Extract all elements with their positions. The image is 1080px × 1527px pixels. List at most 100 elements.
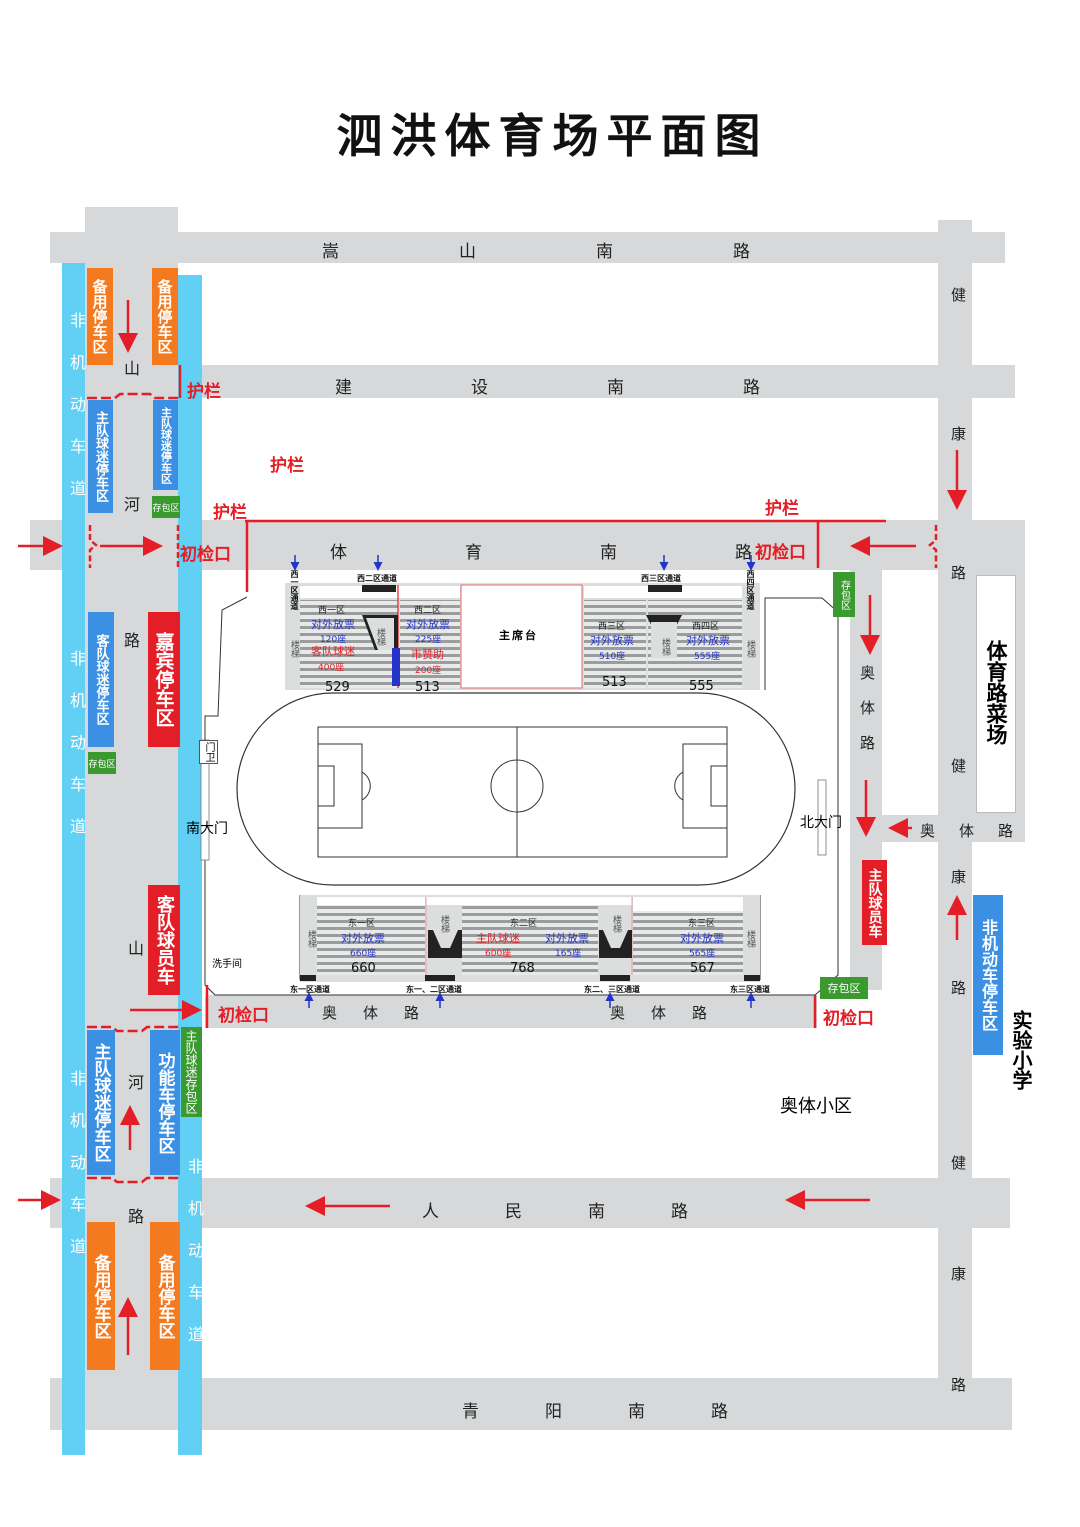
- vip-parking: 嘉宾停车区: [148, 612, 180, 747]
- barrier-label-3: 护栏: [213, 503, 247, 523]
- bike-parking: 非机动车停车区: [973, 895, 1003, 1055]
- section-name: 东一区: [348, 919, 376, 929]
- passage-west-1: 西一区通道: [290, 570, 299, 610]
- public-ticket-label: 对外放票: [341, 932, 385, 945]
- away-player-bus: 客队球员车: [148, 885, 180, 995]
- road-label-shanhe-1: 山河路: [121, 360, 140, 768]
- public-ticket-label: 对外放票: [311, 618, 355, 631]
- stairs-label: 楼梯: [745, 640, 755, 658]
- road-label-aoti-right: 奥体路: [920, 822, 1038, 840]
- public-seats: 555座: [694, 652, 721, 662]
- barrier-label-1: 护栏: [187, 382, 221, 402]
- home-fan-parking-1: 主队球迷停车区: [88, 400, 113, 513]
- section-name: 东二区: [510, 919, 538, 929]
- section-total: 768: [510, 961, 535, 976]
- road-label-shanhe-2: 山河路: [125, 940, 144, 1342]
- stairs-label: 楼梯: [289, 640, 299, 658]
- home-player-bus: 主队球员车: [862, 860, 887, 945]
- road-songshan: [50, 232, 1005, 263]
- passage-east-4: 东三区通道: [730, 985, 770, 994]
- passage-west-3: 西三区通道: [641, 574, 681, 583]
- stairs-label: 楼梯: [660, 638, 670, 656]
- public-ticket-label: 对外放票: [545, 932, 589, 945]
- page-title: 泗洪体育场平面图: [336, 109, 769, 163]
- running-track: [236, 692, 796, 886]
- road-label-qingyang: 青阳南路: [462, 1402, 794, 1422]
- traffic-arrows: [18, 300, 967, 1355]
- public-ticket-label: 对外放票: [406, 618, 450, 631]
- road-label-renmin: 人民南路: [422, 1202, 754, 1222]
- road-label-aoti-bottom-2: 奥体路: [610, 1004, 734, 1022]
- section-name: 西四区: [692, 622, 720, 632]
- backup-parking-2: 备用停车区: [152, 268, 178, 365]
- section-total: 567: [690, 961, 715, 976]
- barrier-label-2: 护栏: [270, 456, 304, 476]
- home-fan-parking-2: 主队球迷停车区: [153, 400, 178, 490]
- backup-parking-3: 备用停车区: [87, 1222, 115, 1370]
- gate-east: [817, 779, 827, 856]
- road-label-jiankang-3: 健康路: [949, 1155, 967, 1488]
- checkpoint-label-2: 初检口: [755, 543, 806, 563]
- nonmotor-label-3: 非机动车道: [67, 1070, 86, 1280]
- sponsor-label: 市赞助: [411, 648, 444, 661]
- home-fan-seats: 600座: [485, 949, 512, 959]
- function-vehicle-parking: 功能车停车区: [150, 1030, 180, 1175]
- section-name: 西三区: [598, 622, 626, 632]
- public-seats: 660座: [350, 949, 377, 959]
- public-ticket-label: 对外放票: [686, 634, 730, 647]
- passage-east-1: 东一区通道: [290, 985, 330, 994]
- away-fan-seats: 400座: [318, 663, 345, 673]
- backup-parking-4: 备用停车区: [150, 1222, 180, 1370]
- road-renmin: [50, 1178, 1010, 1228]
- road-label-aoti: 奥体路: [858, 665, 876, 770]
- barriers: [87, 365, 938, 1184]
- community-label: 奥体小区: [780, 1096, 852, 1117]
- road-label-jianshe: 建设南路: [335, 378, 879, 398]
- bag-storage-4: 存包区: [820, 977, 868, 999]
- passage-west-2: 西二区通道: [357, 574, 397, 583]
- market-label: 体育路菜场: [984, 640, 1008, 745]
- bag-storage-1: 存包区: [152, 496, 180, 518]
- checkpoint-label-3: 初检口: [218, 1006, 269, 1026]
- stairs-label: 楼梯: [306, 930, 316, 948]
- school-label: 实验小学: [1009, 1010, 1033, 1090]
- nonmotor-label-1: 非机动车道: [67, 312, 86, 522]
- nonmotor-lane-right: [178, 275, 202, 1455]
- section-name: 东三区: [688, 919, 716, 929]
- public-seats: 120座: [320, 635, 347, 645]
- public-seats: 165座: [555, 949, 582, 959]
- barrier-label-4: 护栏: [765, 499, 799, 519]
- road-jianshe: [178, 365, 1015, 398]
- section-name: 西二区: [414, 606, 442, 616]
- backup-parking-1: 备用停车区: [87, 268, 113, 365]
- stairs-label: 楼梯: [439, 915, 449, 933]
- away-fan-parking: 客队球迷停车区: [88, 612, 114, 747]
- passage-east-3: 东二、三区通道: [584, 985, 640, 994]
- home-fan-label: 主队球迷: [476, 932, 520, 945]
- section-total: 555: [689, 679, 714, 694]
- away-fan-label: 客队球迷: [311, 645, 355, 658]
- checkpoint-label-4: 初检口: [823, 1009, 874, 1029]
- public-seats: 565座: [689, 949, 716, 959]
- stairs-label: 楼梯: [745, 930, 755, 948]
- public-seats: 225座: [415, 635, 442, 645]
- washroom-label: 洗手间: [212, 959, 242, 970]
- section-total: 529: [325, 680, 350, 695]
- road-label-tiyu: 体育南路: [330, 543, 870, 563]
- stairs-label: 楼梯: [611, 915, 621, 933]
- road-label-aoti-bottom-1: 奥体路: [322, 1004, 446, 1022]
- main-stand-label: 主席台: [499, 629, 538, 642]
- public-ticket-label: 对外放票: [680, 932, 724, 945]
- section-total: 660: [351, 961, 376, 976]
- main-stand-box: [460, 584, 583, 689]
- market-area: [976, 575, 1016, 813]
- passage-west-4: 西四区通道: [746, 570, 755, 610]
- bag-storage-3: 存包区: [833, 572, 855, 617]
- nonmotor-label-4: 非机动车道: [185, 1158, 204, 1368]
- north-gate-label: 北大门: [800, 815, 842, 831]
- road-label-jiankang-2: 健康路: [949, 758, 967, 1091]
- road-qingyang: [50, 1378, 1012, 1430]
- bag-storage-2: 存包区: [88, 752, 116, 774]
- guard-room-label: 门卫: [199, 740, 218, 764]
- section-total: 513: [602, 675, 627, 690]
